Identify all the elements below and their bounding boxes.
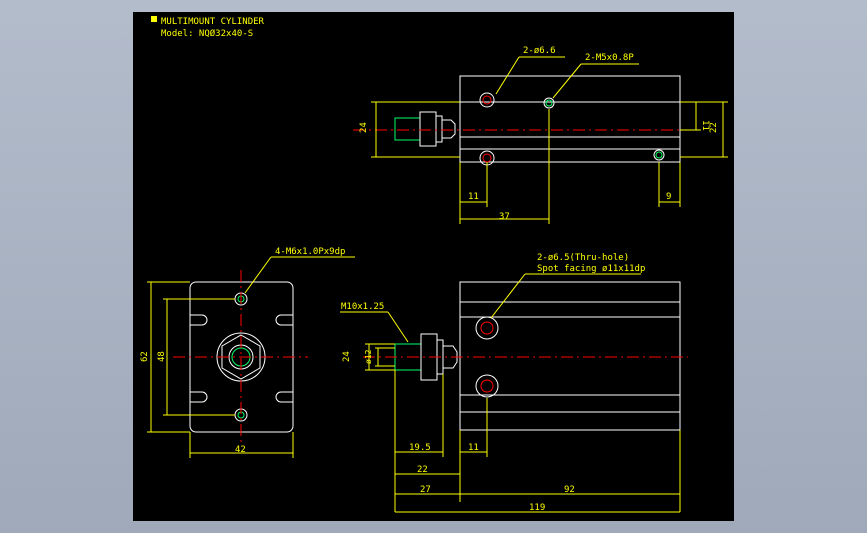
dim-side-92: 92	[564, 485, 575, 495]
callout-top-holes: 2-ø6.6	[523, 46, 556, 56]
dim-top-11-bottom: 11	[468, 192, 479, 202]
top-view-body	[459, 75, 681, 163]
dim-top-22: 22	[709, 122, 719, 133]
dim-end-48: 48	[157, 351, 167, 362]
dim-side-22: 22	[417, 465, 428, 475]
dim-side-27: 27	[420, 485, 431, 495]
dim-side-119: 119	[529, 503, 545, 513]
dim-side-rod-dia: ø12	[364, 349, 373, 364]
top-dimension-lines	[371, 56, 728, 224]
side-holes	[475, 316, 499, 398]
top-view	[394, 75, 681, 163]
title-bullet	[151, 16, 157, 22]
model-number: Model: NQØ32x40-S	[161, 28, 253, 39]
cad-drawing: MULTIMOUNT CYLINDER Model: NQØ32x40-S	[140, 16, 728, 513]
callout-rod-thread: M10x1.25	[341, 302, 384, 312]
callout-side-spot-facing: Spot facing ø11x11dp	[537, 264, 645, 274]
callout-end-taps: 4-M6x1.0Px9dp	[275, 247, 345, 257]
callout-side-thru-hole: 2-ø6.5(Thru-hole)	[537, 253, 629, 263]
dim-top-11-right: 11	[700, 120, 710, 131]
dim-side-24: 24	[342, 351, 352, 362]
end-dimension-lines	[147, 256, 355, 458]
dim-side-11: 11	[468, 443, 479, 453]
dim-top-9: 9	[666, 192, 671, 202]
side-dimension-lines	[340, 273, 681, 513]
top-holes	[479, 92, 665, 166]
side-view	[394, 281, 681, 431]
drawing-canvas: MULTIMOUNT CYLINDER Model: NQØ32x40-S	[133, 12, 734, 521]
drawing-title: MULTIMOUNT CYLINDER	[161, 17, 265, 27]
dim-side-19-5: 19.5	[409, 443, 431, 453]
dim-end-62: 62	[140, 351, 150, 362]
dim-top-24: 24	[359, 122, 369, 133]
dim-top-37: 37	[499, 212, 510, 222]
dim-end-42: 42	[235, 445, 246, 455]
side-view-body	[459, 281, 681, 431]
callout-top-tap: 2-M5x0.8P	[585, 53, 634, 63]
